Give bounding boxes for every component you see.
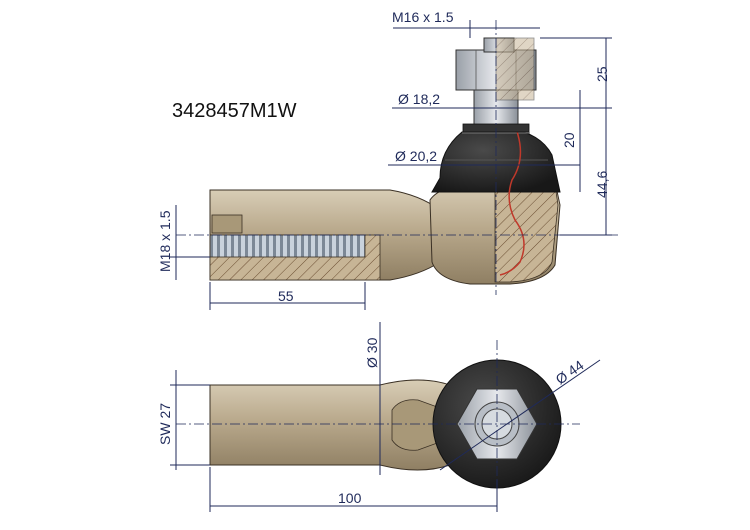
side-view: M16 x 1.5 Ø 18,2 Ø 20,2 25 20 44,6 M18 x… — [157, 9, 620, 310]
dim-thread-stud: M16 x 1.5 — [392, 9, 454, 25]
dim-height-44-6: 44,6 — [594, 171, 610, 198]
dim-sw: SW 27 — [157, 403, 173, 445]
internal-thread — [209, 234, 366, 258]
ball-head-section — [494, 184, 559, 283]
dim-thread-housing: M18 x 1.5 — [157, 210, 173, 272]
dim-length-100: 100 — [338, 490, 362, 506]
dim-dia-44: Ø 44 — [553, 357, 587, 388]
seal-line — [499, 109, 525, 276]
dim-dia-body: Ø 20,2 — [395, 148, 437, 164]
stud-section — [495, 37, 535, 101]
dim-height-25: 25 — [594, 66, 610, 82]
dim-dia-30: Ø 30 — [364, 337, 380, 368]
dim-height-20: 20 — [561, 132, 577, 148]
housing-notch — [211, 214, 243, 234]
dim-dia-neck: Ø 18,2 — [398, 91, 440, 107]
top-view: SW 27 Ø 30 Ø 44 100 — [157, 322, 601, 512]
part-number: 3428457M1W — [172, 100, 297, 122]
dim-length-55: 55 — [278, 288, 294, 304]
